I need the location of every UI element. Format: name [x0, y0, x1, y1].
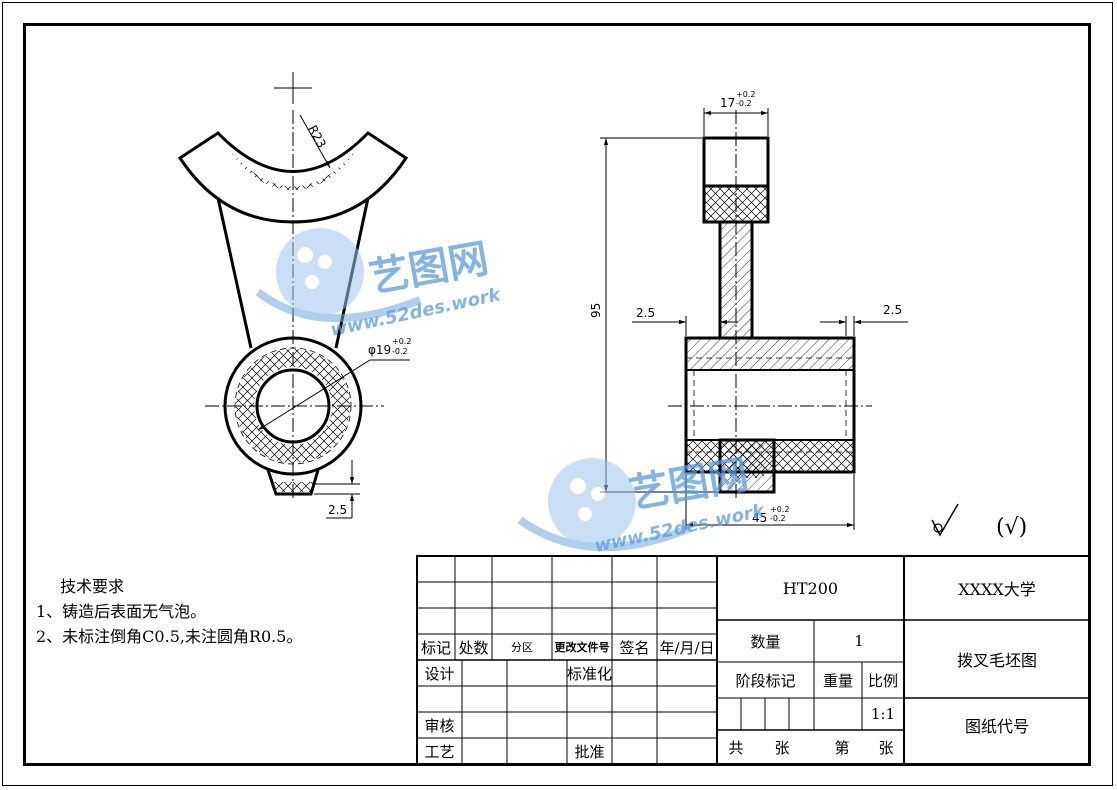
date-label: 年/月/日	[659, 638, 715, 657]
stage-label: 阶段标记	[735, 671, 796, 690]
tech-requirements-title: 技术要求	[60, 577, 125, 596]
school-cell: XXXX大学	[958, 580, 1036, 599]
watermark-logo-1	[255, 228, 422, 323]
height-label: 95	[589, 303, 603, 318]
left-view	[177, 72, 410, 519]
left-height-label: 2.5	[328, 503, 347, 517]
top-width-label: 17	[720, 96, 735, 110]
count-label: 处数	[458, 638, 489, 657]
tech-requirements: 技术要求 1、铸造后表面无气泡。 2、未标注倒角C0.5,未注圆角R0.5。	[36, 574, 302, 649]
material-cell: HT200	[782, 578, 839, 598]
sheet-unit-1: 张	[774, 738, 790, 757]
mark-label: 标记	[420, 638, 451, 657]
drawing-no-label: 图纸代号	[964, 717, 1029, 736]
standardize-label: 标准化	[567, 664, 613, 683]
top-tol-lower: -0.2	[736, 99, 752, 108]
weight-label: 重量	[822, 671, 853, 690]
part-name-cell: 拨叉毛坯图	[956, 651, 1037, 670]
process-label: 工艺	[424, 742, 455, 761]
sheet-no-label: 第	[834, 738, 850, 757]
bore-tol-upper: +0.2	[392, 337, 411, 346]
review-label: 审核	[424, 716, 455, 735]
surface-finish-paren: (√)	[996, 515, 1027, 540]
radius-label: R23	[305, 123, 328, 150]
right-view-labels: 17 +0.2 -0.2 95 2.5 2.5 45 +0.2 -0.2	[589, 90, 902, 525]
width-tol-upper: +0.2	[770, 505, 789, 514]
change-doc-label: 更改文件号	[554, 641, 610, 654]
bore-dia-label: φ19	[368, 343, 391, 357]
top-tol-upper: +0.2	[736, 90, 755, 99]
sheets-total-label: 共	[728, 738, 744, 757]
bore-tol-lower: -0.2	[392, 347, 408, 356]
signature-label: 签名	[619, 638, 650, 657]
zone-label: 分区	[511, 641, 533, 654]
quantity-label: 数量	[750, 632, 781, 651]
watermark-logo-2	[517, 458, 692, 552]
design-label: 设计	[424, 664, 455, 683]
sheet-unit-2: 张	[878, 738, 894, 757]
watermark-text: 艺图网 www.52des.work 艺图网 www.52des.work	[329, 236, 768, 557]
tech-requirement-item-2: 2、未标注倒角C0.5,未注圆角R0.5。	[36, 627, 303, 646]
right-view	[600, 108, 908, 530]
right-step-label: 2.5	[883, 303, 902, 317]
approve-label: 批准	[574, 742, 605, 761]
surface-finish-symbol	[931, 503, 959, 537]
title-block-grid	[416, 555, 1091, 765]
scale-label: 比例	[867, 671, 898, 690]
left-step-label: 2.5	[636, 306, 655, 320]
width-label: 45	[752, 511, 767, 525]
left-view-labels: R23 φ19 +0.2 -0.2 2.5	[305, 123, 411, 517]
quantity-value: 1	[854, 632, 864, 650]
scale-value: 1:1	[870, 705, 896, 723]
width-tol-lower: -0.2	[770, 514, 786, 523]
tech-requirement-item-1: 1、铸造后表面无气泡。	[36, 602, 207, 621]
